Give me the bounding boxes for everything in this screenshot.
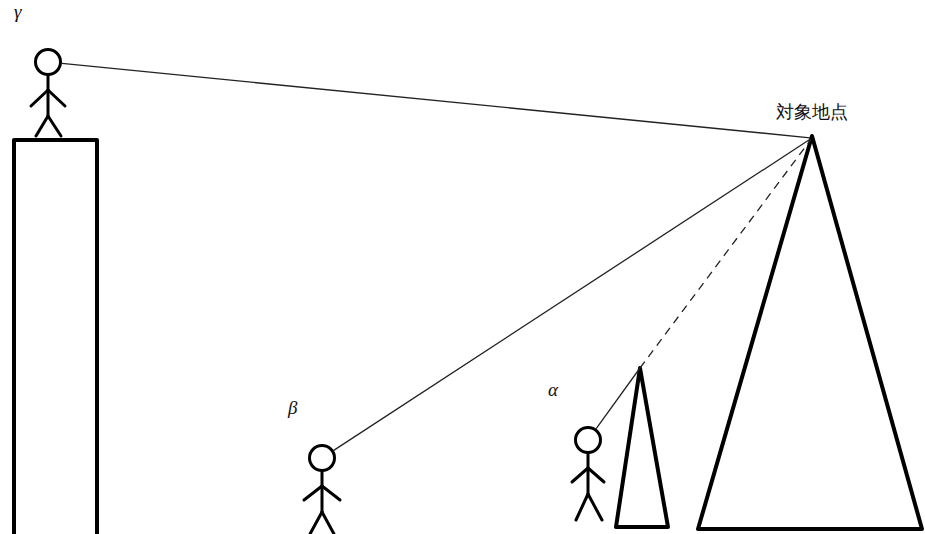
head-circle [310,446,335,471]
sight-line [334,139,810,450]
figure-leg [322,512,334,534]
observer-label: α [548,380,558,401]
stick-figure-alpha [572,454,604,520]
stick-figure-gamma [31,76,65,136]
head-outline [34,48,62,76]
figure-leg [576,494,588,520]
blocked-sight-line [596,140,810,429]
observer-label: γ [14,2,22,23]
figure-arm [31,90,48,106]
figure-body [321,472,324,512]
stick-figure-beta [304,472,340,534]
observer-head: β [308,444,336,472]
figure-arm [48,90,65,106]
head-outline [308,444,336,472]
figure-leg [588,494,602,520]
figure-leg [48,116,61,136]
tall-building [14,140,97,534]
figure-arm [572,468,588,482]
head-outline [574,426,602,454]
figure-body [587,454,590,494]
small-cone [616,368,668,527]
observer-label: β [288,398,297,419]
figure-body [47,76,50,116]
observer-head: α [574,426,602,454]
observer-head: γ [34,48,62,76]
place-label: 対象地点 [776,102,848,122]
figure-arm [304,486,322,500]
figure-leg [36,116,48,136]
mountain [698,136,922,529]
sight-line [62,63,810,137]
target-point: 対象地点 [810,136,814,140]
head-circle [576,428,601,453]
figure-arm [322,486,340,500]
figure-leg [310,512,322,534]
figure-arm [588,468,604,482]
head-circle [36,50,61,75]
